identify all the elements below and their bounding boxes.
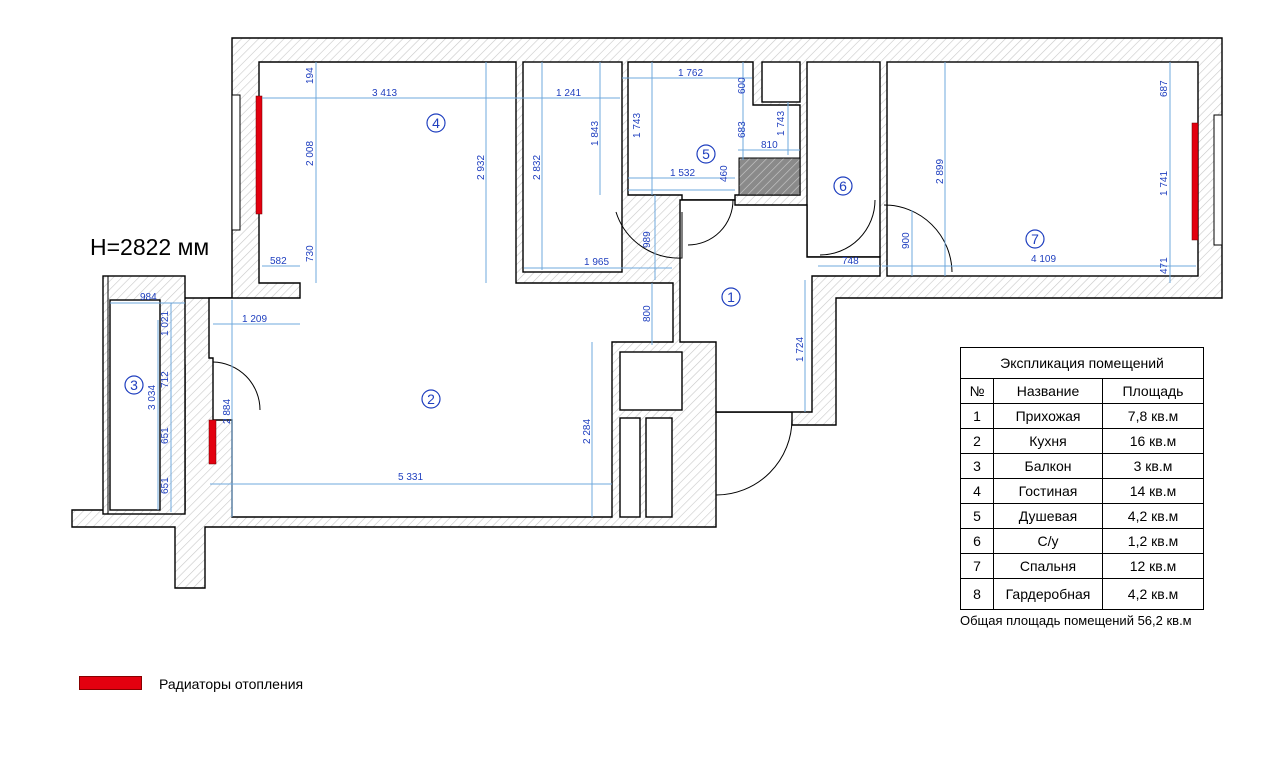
room-wardrobe-left bbox=[522, 61, 623, 273]
svg-text:6: 6 bbox=[839, 178, 847, 194]
dim-651b: 651 bbox=[160, 477, 171, 494]
svg-text:2: 2 bbox=[427, 391, 435, 407]
dim-1843: 1 843 bbox=[590, 121, 601, 146]
dim-651a: 651 bbox=[160, 427, 171, 444]
dim-1965: 1 965 bbox=[584, 257, 609, 268]
dim-5331: 5 331 bbox=[398, 472, 423, 483]
cabinet-2 bbox=[645, 417, 673, 518]
dim-1532: 1 532 bbox=[670, 168, 695, 179]
dim-730: 730 bbox=[305, 245, 316, 262]
dim-989: 989 bbox=[642, 231, 653, 248]
dimension-lines bbox=[110, 62, 1196, 517]
dim-4109: 4 109 bbox=[1031, 254, 1056, 265]
dim-900: 900 bbox=[901, 232, 912, 249]
door-left-wardrobe bbox=[615, 211, 683, 259]
dim-1741: 1 741 bbox=[1159, 171, 1170, 196]
header-number: № bbox=[960, 378, 994, 404]
total-area: Общая площадь помещений 56,2 кв.м bbox=[960, 613, 1192, 628]
room-marker-2: 2 bbox=[421, 389, 441, 409]
door-entry bbox=[715, 418, 793, 496]
door-shower bbox=[687, 199, 734, 246]
dim-1743b: 1 743 bbox=[776, 111, 787, 136]
dim-460: 460 bbox=[719, 165, 730, 182]
dim-1209: 1 209 bbox=[242, 314, 267, 325]
door-bedroom bbox=[883, 204, 953, 273]
svg-text:1: 1 bbox=[727, 289, 735, 305]
room-balcony bbox=[109, 299, 161, 511]
dim-748: 748 bbox=[842, 256, 859, 267]
cabinet-1 bbox=[619, 417, 641, 518]
explication-title: Экспликация помещений bbox=[960, 347, 1204, 379]
dim-1241: 1 241 bbox=[556, 88, 581, 99]
dim-1021: 1 021 bbox=[160, 311, 171, 336]
room-wc bbox=[806, 61, 881, 258]
svg-text:5: 5 bbox=[702, 146, 710, 162]
radiator-bedroom bbox=[1191, 122, 1199, 241]
shaft bbox=[761, 61, 801, 103]
dim-600: 600 bbox=[737, 77, 748, 94]
dim-1724: 1 724 bbox=[795, 337, 806, 362]
svg-text:3: 3 bbox=[130, 377, 138, 393]
dim-471: 471 bbox=[1159, 257, 1170, 274]
dim-800: 800 bbox=[642, 305, 653, 322]
svg-text:7: 7 bbox=[1031, 231, 1039, 247]
header-name: Название bbox=[993, 378, 1103, 404]
door-balcony bbox=[212, 361, 261, 411]
room-marker-7: 7 bbox=[1025, 229, 1045, 249]
room-marker-4: 4 bbox=[426, 113, 446, 133]
room-marker-5: 5 bbox=[696, 144, 716, 164]
niche bbox=[619, 351, 683, 411]
radiator-legend-label: Радиаторы отопления bbox=[159, 676, 304, 692]
dim-687: 687 bbox=[1159, 80, 1170, 97]
radiator-balcony bbox=[208, 419, 217, 465]
shower-tray bbox=[738, 157, 801, 196]
dim-683: 683 bbox=[737, 121, 748, 138]
doors bbox=[212, 199, 953, 496]
windows bbox=[102, 94, 1223, 514]
room-marker-3: 3 bbox=[124, 375, 144, 395]
dimension-labels: 194 3 413 1 241 1 762 600 687 2 008 2 93… bbox=[140, 67, 1170, 494]
dim-3413: 3 413 bbox=[372, 88, 397, 99]
svg-text:4: 4 bbox=[432, 115, 440, 131]
room-markers: 1 2 3 4 5 6 7 bbox=[124, 113, 1045, 409]
dim-2008: 2 008 bbox=[305, 141, 316, 166]
dim-2884: 2 884 bbox=[222, 399, 233, 424]
dim-194: 194 bbox=[305, 67, 316, 84]
radiators bbox=[208, 95, 1199, 465]
room-marker-6: 6 bbox=[833, 176, 853, 196]
door-wc bbox=[819, 199, 876, 256]
dim-2832: 2 832 bbox=[532, 155, 543, 180]
header-area: Площадь bbox=[1102, 378, 1204, 404]
ceiling-height-label: H=2822 мм bbox=[90, 234, 210, 260]
dim-2932: 2 932 bbox=[476, 155, 487, 180]
dim-1743a: 1 743 bbox=[632, 113, 643, 138]
dim-1762: 1 762 bbox=[678, 68, 703, 79]
dim-582: 582 bbox=[270, 256, 287, 267]
explication-table: Экспликация помещений № Название Площадь… bbox=[960, 347, 1204, 610]
dim-2284: 2 284 bbox=[582, 419, 593, 444]
dim-3034: 3 034 bbox=[147, 385, 158, 410]
radiator-living bbox=[255, 95, 263, 215]
room-marker-1: 1 bbox=[721, 287, 741, 307]
dim-810: 810 bbox=[761, 140, 778, 151]
dim-984: 984 bbox=[140, 292, 157, 303]
dim-712: 712 bbox=[160, 371, 171, 388]
radiator-legend-swatch bbox=[79, 676, 142, 690]
dim-2899: 2 899 bbox=[935, 159, 946, 184]
